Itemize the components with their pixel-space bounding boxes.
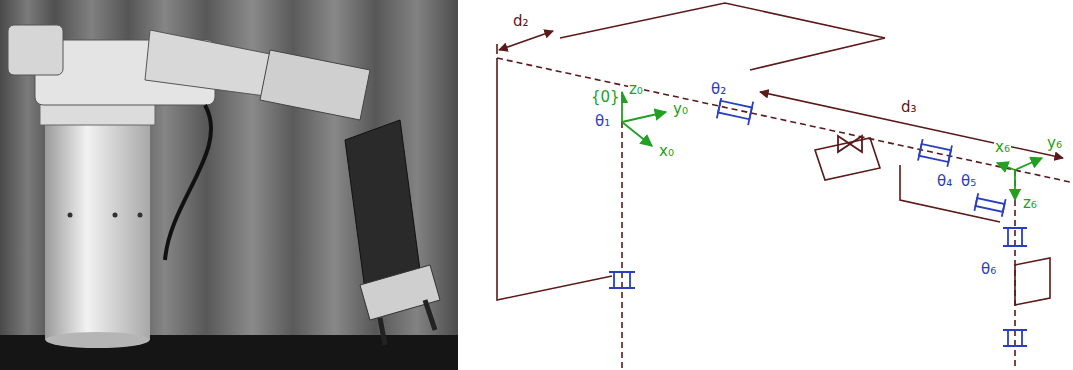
cable <box>165 105 211 260</box>
schematic-links <box>497 3 1070 370</box>
revolute-joint <box>918 139 952 167</box>
tool-plate <box>1015 258 1050 305</box>
slider-plate <box>815 138 880 180</box>
hand-body <box>345 120 420 290</box>
revolute-joint <box>609 272 635 288</box>
motor-cylinder <box>8 25 63 75</box>
joint-angle-label: θ₂ <box>710 80 727 98</box>
revolute-joint <box>974 193 1005 217</box>
axis-label: y₆ <box>1046 134 1063 152</box>
frame-axis <box>997 163 1015 170</box>
frame-axis <box>1014 170 1016 200</box>
axis-label: z₆ <box>1022 194 1038 212</box>
frame-label: {0} <box>590 88 621 106</box>
frame-axis <box>622 112 666 122</box>
revolute-joint <box>717 95 753 125</box>
frame-axis <box>622 122 652 146</box>
axis-label: x₀ <box>658 142 675 160</box>
prismatic-joint <box>838 136 862 152</box>
column-hole <box>68 213 73 218</box>
dimension-line <box>499 31 553 50</box>
column-foot <box>46 332 150 348</box>
base-axis <box>621 122 623 370</box>
axis-label: y₀ <box>672 100 689 118</box>
joint-angle-label: θ₆ <box>980 260 997 278</box>
frame-axis <box>1015 158 1042 170</box>
axis-label: z₀ <box>628 80 644 98</box>
curtain-backdrop <box>0 0 458 370</box>
joint-angle-label: θ₁ <box>594 112 611 130</box>
coordinate-frames <box>622 92 1042 200</box>
revolute-joint <box>1003 228 1027 246</box>
axis-label: x₆ <box>994 138 1011 156</box>
wrist-housing <box>260 50 370 120</box>
column-hole <box>113 213 118 218</box>
gripper-finger <box>380 300 435 345</box>
wrist-plate <box>900 165 1000 222</box>
dimension-label: d₃ <box>900 98 918 116</box>
joint-angle-label: θ₅ <box>960 172 977 190</box>
revolute-joint <box>1003 330 1027 346</box>
frame-axis <box>621 92 623 122</box>
arm-axis <box>497 58 1070 182</box>
column-hole <box>138 213 143 218</box>
dimension-label: d₂ <box>512 12 530 30</box>
dimension-line <box>760 92 1063 158</box>
robot-photo <box>0 0 458 370</box>
joint-symbols <box>609 95 1027 346</box>
dimension-tick <box>496 44 498 54</box>
top-plate <box>560 3 885 70</box>
base-column <box>45 115 150 340</box>
joint-angle-label: θ₄ <box>936 172 953 190</box>
